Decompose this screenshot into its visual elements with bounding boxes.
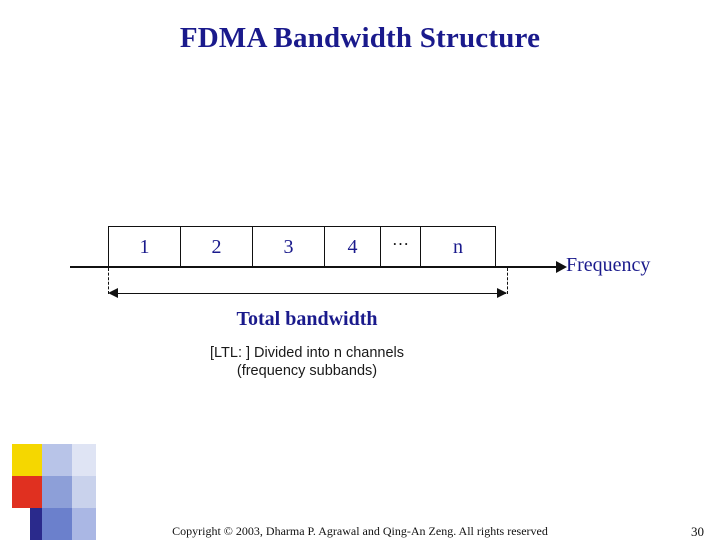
page-title: FDMA Bandwidth Structure — [179, 22, 541, 54]
bandwidth-arrow-left-icon — [108, 288, 118, 298]
deco-square-blue-6 — [72, 508, 96, 540]
frequency-axis-label: Frequency — [566, 254, 651, 276]
channel-label-n: n — [453, 235, 463, 258]
channel-cell-3: 3 — [252, 226, 324, 268]
deco-square-navy — [30, 508, 42, 540]
ellipsis-icon: … — [392, 230, 409, 249]
frequency-axis-line — [70, 266, 560, 268]
caption-line-1: [LTL: ] Divided into n channels — [210, 345, 404, 361]
channel-cell-1: 1 — [108, 226, 180, 268]
deco-square-yellow — [12, 444, 42, 476]
channel-cell-4: 4 — [324, 226, 380, 268]
channel-label-4: 4 — [347, 235, 358, 258]
bandwidth-arrow-right-icon — [497, 288, 507, 298]
deco-square-blue-5 — [42, 508, 72, 540]
channel-cell-2: 2 — [180, 226, 252, 268]
page-number: 30 — [691, 524, 704, 539]
deco-square-blue-4 — [72, 476, 96, 508]
channel-cell-ellipsis: … — [380, 226, 420, 268]
caption-line-2: (frequency subbands) — [236, 363, 378, 379]
deco-square-red — [12, 476, 42, 508]
channel-label-1: 1 — [139, 235, 150, 258]
bandwidth-guide-left — [108, 268, 109, 294]
channel-band-row: 1 2 3 4 … n — [108, 226, 496, 268]
bandwidth-guide-right — [507, 268, 508, 294]
deco-square-blue-1 — [42, 444, 72, 476]
diagram-caption: [LTL: ] Divided into n channels (frequen… — [108, 344, 506, 380]
deco-square-blue-2 — [72, 444, 96, 476]
decorative-squares — [0, 444, 96, 540]
bandwidth-measure-line — [110, 293, 506, 294]
channel-label-2: 2 — [211, 235, 222, 258]
deco-square-blue-3 — [42, 476, 72, 508]
channel-label-3: 3 — [283, 235, 294, 258]
copyright-notice: Copyright © 2003, Dharma P. Agrawal and … — [172, 524, 548, 538]
channel-cell-n: n — [420, 226, 496, 268]
total-bandwidth-label: Total bandwidth — [236, 308, 378, 330]
frequency-axis-arrow-icon — [556, 261, 567, 273]
